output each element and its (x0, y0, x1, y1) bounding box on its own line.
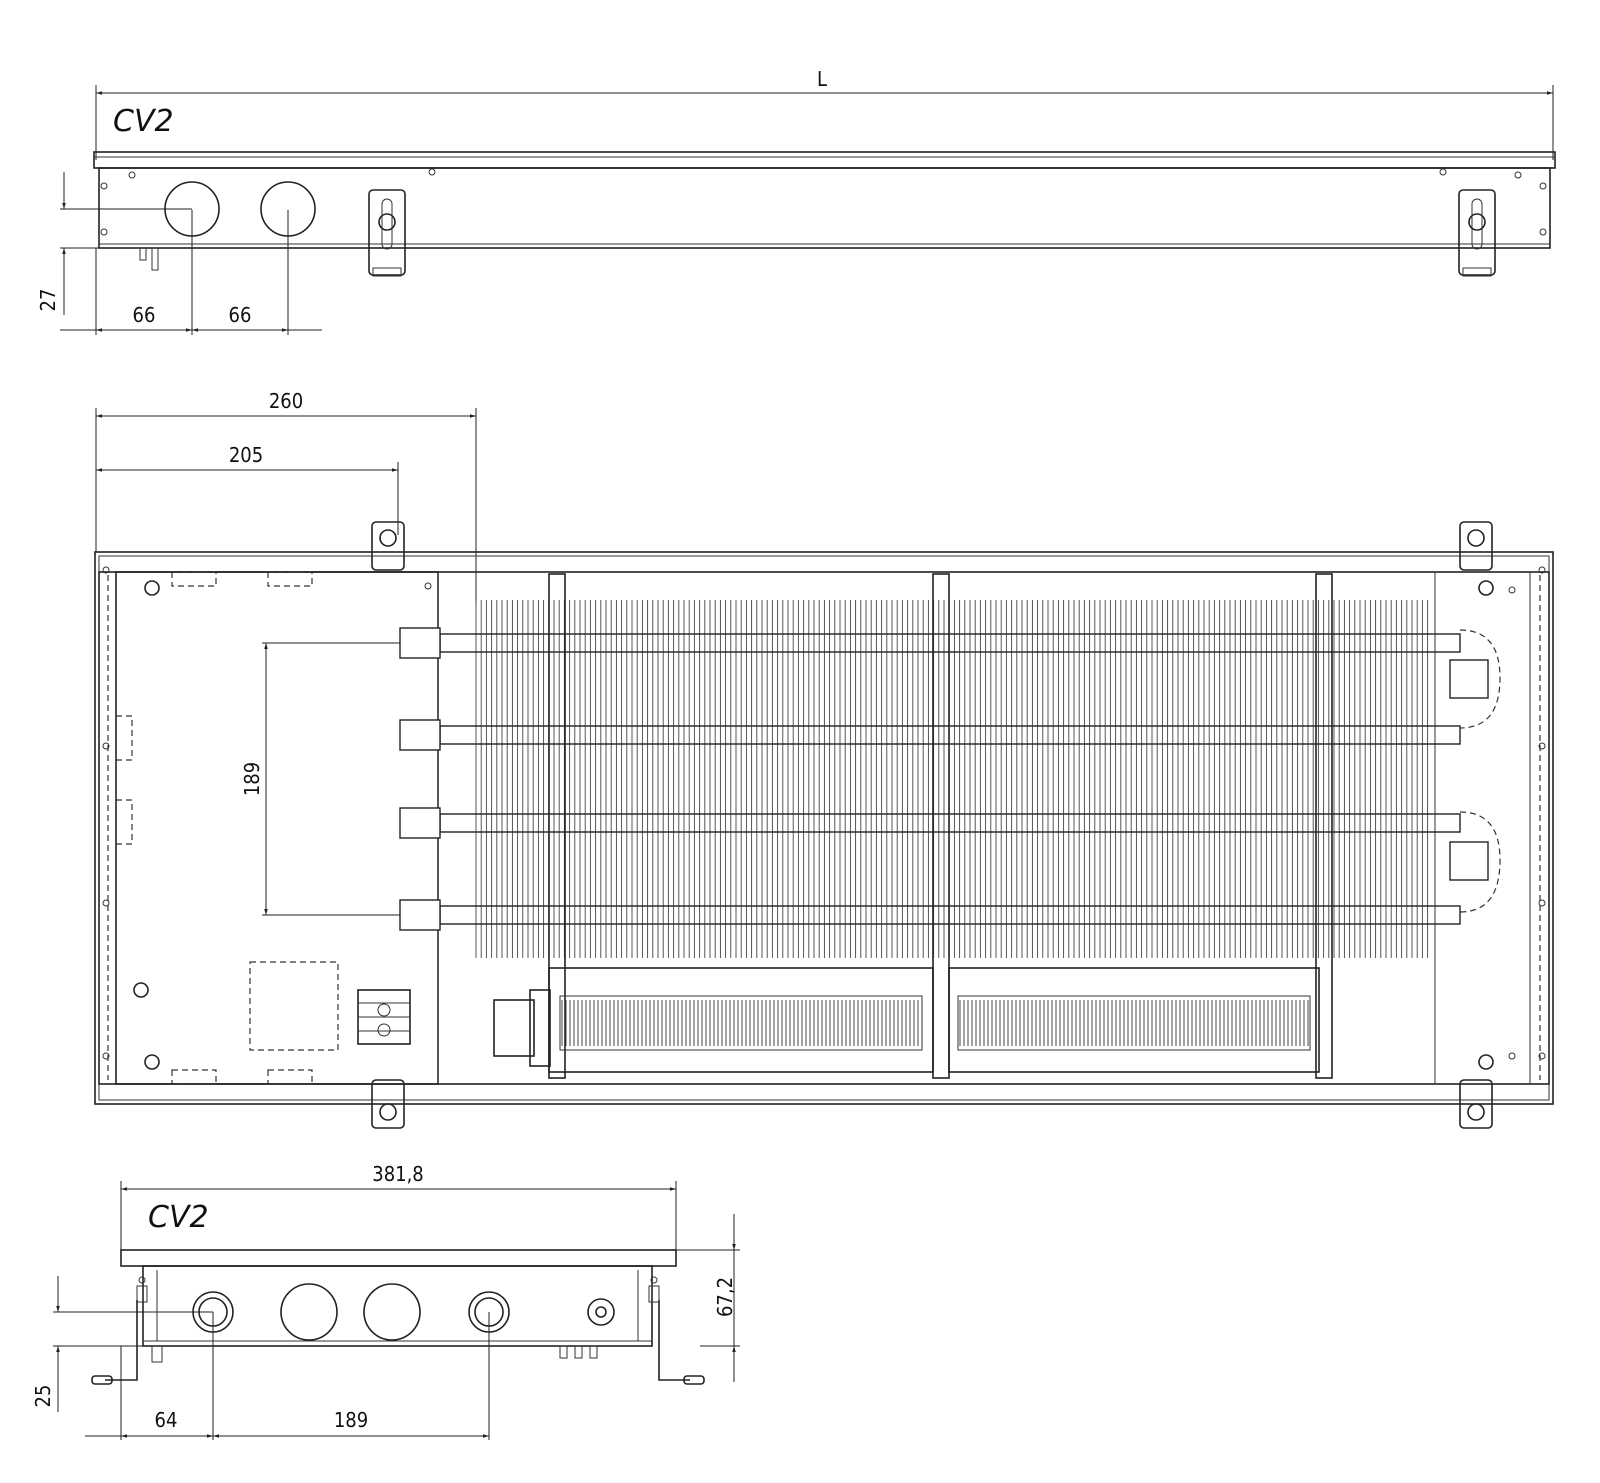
dim-260-label: 260 (269, 389, 303, 413)
height-offset-label: 27 (36, 289, 60, 312)
tangential-fan (948, 967, 1320, 1073)
fan-motor (493, 989, 551, 1067)
plan-view: 260 205 (94, 389, 1554, 1129)
mounting-bracket (1458, 189, 1496, 277)
terminal-block (357, 989, 411, 1045)
dim-64-label: 64 (155, 1408, 178, 1432)
width-label: 381,8 (372, 1162, 424, 1186)
dim-205-label: 205 (229, 443, 263, 467)
tangential-fan (548, 967, 934, 1073)
heat-exchanger-fins (475, 600, 1429, 958)
length-label: L (817, 67, 827, 91)
cable-gland (587, 1298, 615, 1326)
heat-pipes (439, 633, 1461, 925)
top-model-label: CV2 (113, 104, 174, 139)
side-model-label: CV2 (148, 1200, 209, 1235)
side-view: 381,8 CV2 67,2 (31, 1162, 740, 1440)
top-view: L CV2 (36, 67, 1556, 335)
offset-label-2: 66 (229, 303, 252, 327)
offset-label-1: 66 (133, 303, 156, 327)
side-height-label: 67,2 (713, 1277, 737, 1317)
mounting-bracket (368, 189, 406, 277)
pipe-opening (363, 1283, 421, 1341)
pipe-opening (280, 1283, 338, 1341)
dim-25-label: 25 (31, 1385, 55, 1408)
dim-189-label: 189 (240, 762, 264, 796)
dim-189-side-label: 189 (334, 1408, 368, 1432)
mounting-bracket (371, 521, 1493, 1129)
